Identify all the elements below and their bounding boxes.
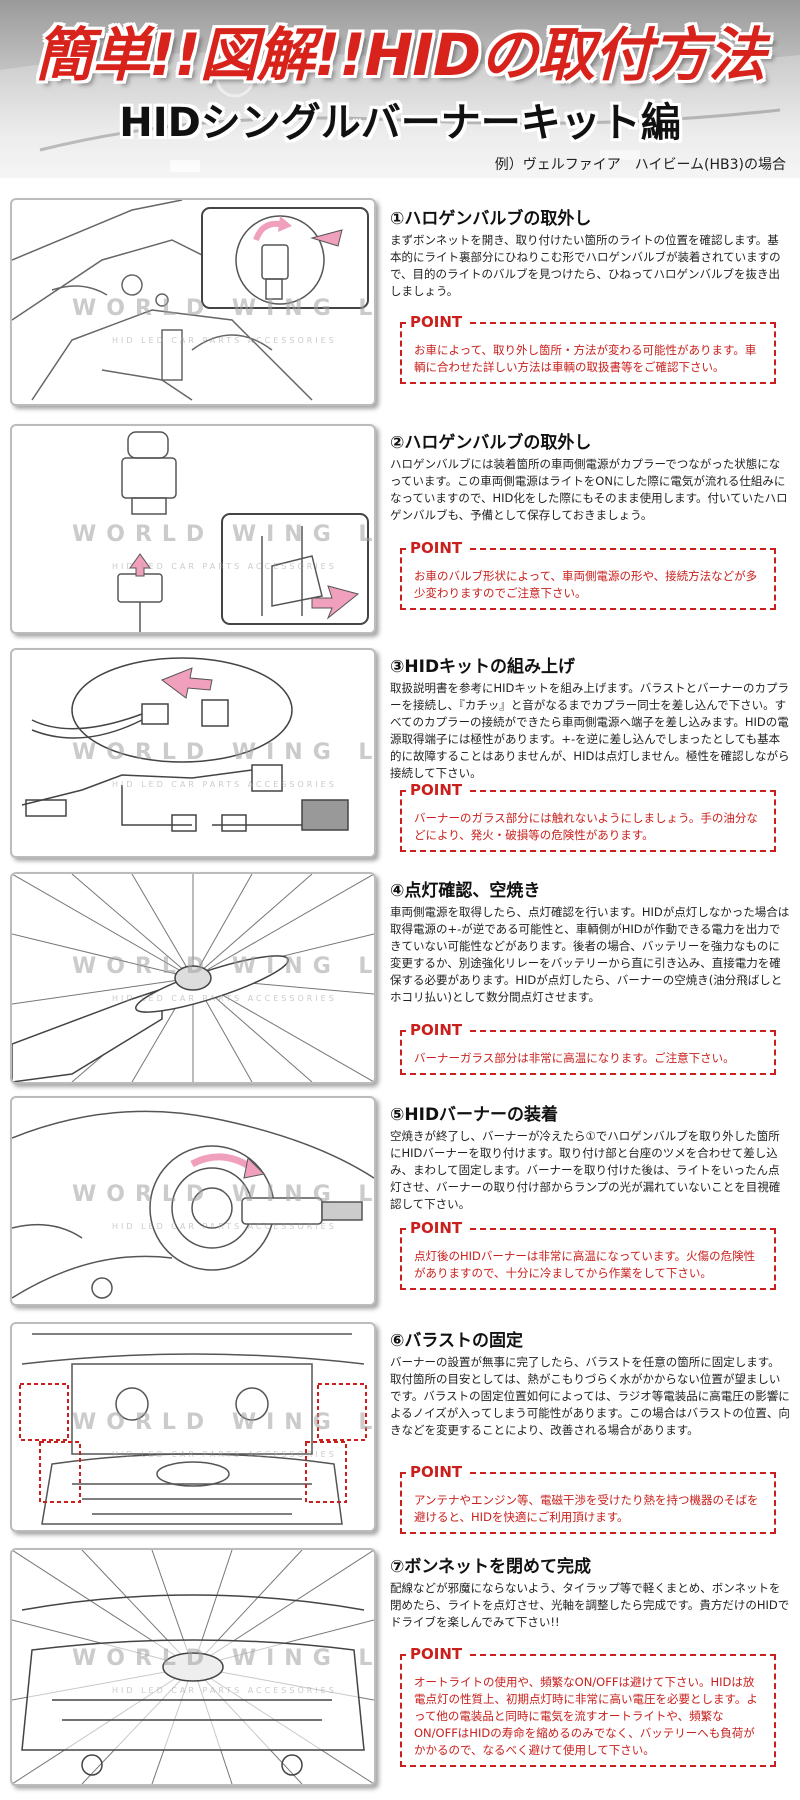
step-1-illustration: WORLD WING LIGHT HID LED CAR PARTS ACCES… — [10, 198, 376, 406]
point-label: POINT — [406, 1463, 467, 1481]
step-4-body: 車両側電源を取得したら、点灯確認を行います。HIDが点灯しなかった場合は取得電源… — [390, 905, 790, 1004]
step-7-title: ⑦ボンネットを閉めて完成 — [390, 1557, 592, 1577]
step-3-illustration: WORLD WING LIGHT HID LED CAR PARTS ACCES… — [10, 648, 376, 858]
ballast-location-markers — [19, 1383, 367, 1503]
page-title: 簡単!!図解!!HIDの取付方法 — [34, 21, 766, 89]
step-2-body: ハロゲンバルブには装着箇所の車両側電源がカプラーでつながった状態になっています。… — [390, 457, 788, 522]
rotate-arrow-icon — [190, 1153, 254, 1171]
page-header: 簡単!!図解!!HIDの取付方法 HIDシングルバーナーキット編 例）ヴェルファ… — [0, 0, 800, 178]
header-car-illustration — [0, 52, 800, 178]
up-arrow-icon — [129, 553, 151, 577]
watermark-logo: WORLD WING LIGHT — [72, 1646, 374, 1671]
step-3-point: POINT バーナーのガラス部分には触れないようにしましょう。手の油分などにより… — [400, 781, 776, 852]
point-label: POINT — [406, 539, 467, 557]
step-4-illustration: WORLD WING LIGHT HID LED CAR PARTS ACCES… — [10, 872, 376, 1084]
step-2-point-text: お車のバルブ形状によって、車両側電源の形や、接続方法などが多少変わりますのでご注… — [414, 569, 758, 600]
step-5-title: ⑤HIDバーナーの装着 — [390, 1105, 559, 1125]
point-label: POINT — [406, 313, 467, 331]
step-2-title: ②ハロゲンバルブの取外し — [390, 433, 592, 453]
step-4-point: POINT バーナーガラス部分は非常に高温になります。ご注意下さい。 — [400, 1021, 776, 1075]
step-6-point: POINT アンテナやエンジン等、電磁干渉を受けたり熱を持つ機器のそばを避けると… — [400, 1463, 776, 1534]
watermark-tagline: HID LED CAR PARTS ACCESSORIES — [112, 994, 337, 1003]
watermark-logo: WORLD WING LIGHT — [72, 1182, 374, 1207]
step-3-title: ③HIDキットの組み上げ — [390, 657, 576, 677]
watermark-tagline: HID LED CAR PARTS ACCESSORIES — [112, 780, 337, 789]
burner-install-drawing — [12, 1110, 374, 1299]
step-5-point-text: 点灯後のHIDバーナーは非常に高温になっています。火傷の危険性がありますので、十… — [414, 1249, 756, 1280]
watermark-tagline: HID LED CAR PARTS ACCESSORIES — [112, 562, 337, 571]
connect-arrow-icon — [160, 667, 213, 699]
push-arrow-icon — [311, 585, 360, 620]
hid-kit-wiring-drawing — [21, 657, 349, 832]
point-label: POINT — [406, 1021, 467, 1039]
lit-burner-drawing — [12, 874, 374, 1082]
example-note: 例）ヴェルファイア ハイビーム(HB3)の場合 — [494, 157, 786, 173]
step-4-point-text: バーナーガラス部分は非常に高温になります。ご注意下さい。 — [414, 1051, 735, 1065]
step-6-point-text: アンテナやエンジン等、電磁干渉を受けたり熱を持つ機器のそばを避けると、HIDを快… — [414, 1493, 759, 1524]
step-6-body: バーナーの設置が無事に完了したら、バラストを任意の箇所に固定します。取付箇所の目… — [390, 1355, 790, 1437]
engine-bay-drawing — [12, 200, 369, 401]
step-1-body: まずボンネットを開き、取り付けたい箇所のライトの位置を確認します。基本的にライト… — [390, 233, 781, 298]
ballast-mount-drawing — [19, 1333, 367, 1525]
step-6-illustration: WORLD WING LIGHT HID LED CAR PARTS ACCES… — [10, 1322, 376, 1532]
point-label: POINT — [406, 781, 467, 799]
watermark-tagline: HID LED CAR PARTS ACCESSORIES — [112, 1222, 337, 1231]
watermark-logo: WORLD WING LIGHT — [72, 954, 374, 979]
step-7-point: POINT オートライトの使用や、頻繁なON/OFFは避けて下さい。HIDは放電… — [400, 1645, 776, 1767]
watermark-logo: WORLD WING LIGHT — [72, 522, 374, 547]
point-label: POINT — [406, 1645, 467, 1663]
step-7-body: 配線などが邪魔にならないよう、タイラップ等で軽くまとめ、ボンネットを閉めたら、ラ… — [390, 1581, 790, 1629]
step-1-point: POINT お車によって、取り外し箇所・方法が変わる可能性があります。車輌に合わ… — [400, 313, 776, 384]
step-7-illustration: WORLD WING LIGHT HID LED CAR PARTS ACCES… — [10, 1548, 376, 1786]
watermark-logo: WORLD WING LIGHT — [72, 740, 374, 765]
step-3-point-text: バーナーのガラス部分には触れないようにしましょう。手の油分などにより、発火・破損… — [414, 811, 758, 842]
point-label: POINT — [406, 1219, 467, 1237]
watermark-tagline: HID LED CAR PARTS ACCESSORIES — [112, 1686, 337, 1695]
step-4-title: ④点灯確認、空焼き — [390, 881, 541, 901]
watermark-tagline: HID LED CAR PARTS ACCESSORIES — [112, 336, 337, 345]
step-1-title: ①ハロゲンバルブの取外し — [390, 209, 592, 229]
step-3-body: 取扱説明書を参考にHIDキットを組み上げます。バラストとバーナーのカプラーを接続… — [390, 681, 790, 780]
watermark-logo: WORLD WING LIGHT — [72, 1410, 374, 1435]
page-subtitle: HIDシングルバーナーキット編 — [119, 100, 681, 146]
step-2-illustration: WORLD WING LIGHT HID LED CAR PARTS ACCES… — [10, 424, 376, 634]
halogen-bulb-drawing — [117, 431, 369, 632]
watermark-logo: WORLD WING LIGHT — [72, 296, 374, 321]
step-5-point: POINT 点灯後のHIDバーナーは非常に高温になっています。火傷の危険性があり… — [400, 1219, 776, 1290]
step-5-illustration: WORLD WING LIGHT HID LED CAR PARTS ACCES… — [10, 1096, 376, 1306]
twist-arrow-icon — [253, 220, 281, 242]
finished-car-drawing — [12, 1550, 374, 1784]
step-1-point-text: お車によって、取り外し箇所・方法が変わる可能性があります。車輌に合わせた詳しい方… — [414, 343, 757, 374]
step-5-body: 空焼きが終了し、バーナーが冷えたら①でハロゲンバルブを取り外した箇所にHIDバー… — [390, 1129, 781, 1211]
step-2-point: POINT お車のバルブ形状によって、車両側電源の形や、接続方法などが多少変わり… — [400, 539, 776, 610]
step-6-title: ⑥バラストの固定 — [390, 1331, 524, 1351]
watermark-tagline: HID LED CAR PARTS ACCESSORIES — [112, 1450, 337, 1459]
step-7-point-text: オートライトの使用や、頻繁なON/OFFは避けて下さい。HIDは放電点灯の性質上… — [414, 1675, 758, 1757]
